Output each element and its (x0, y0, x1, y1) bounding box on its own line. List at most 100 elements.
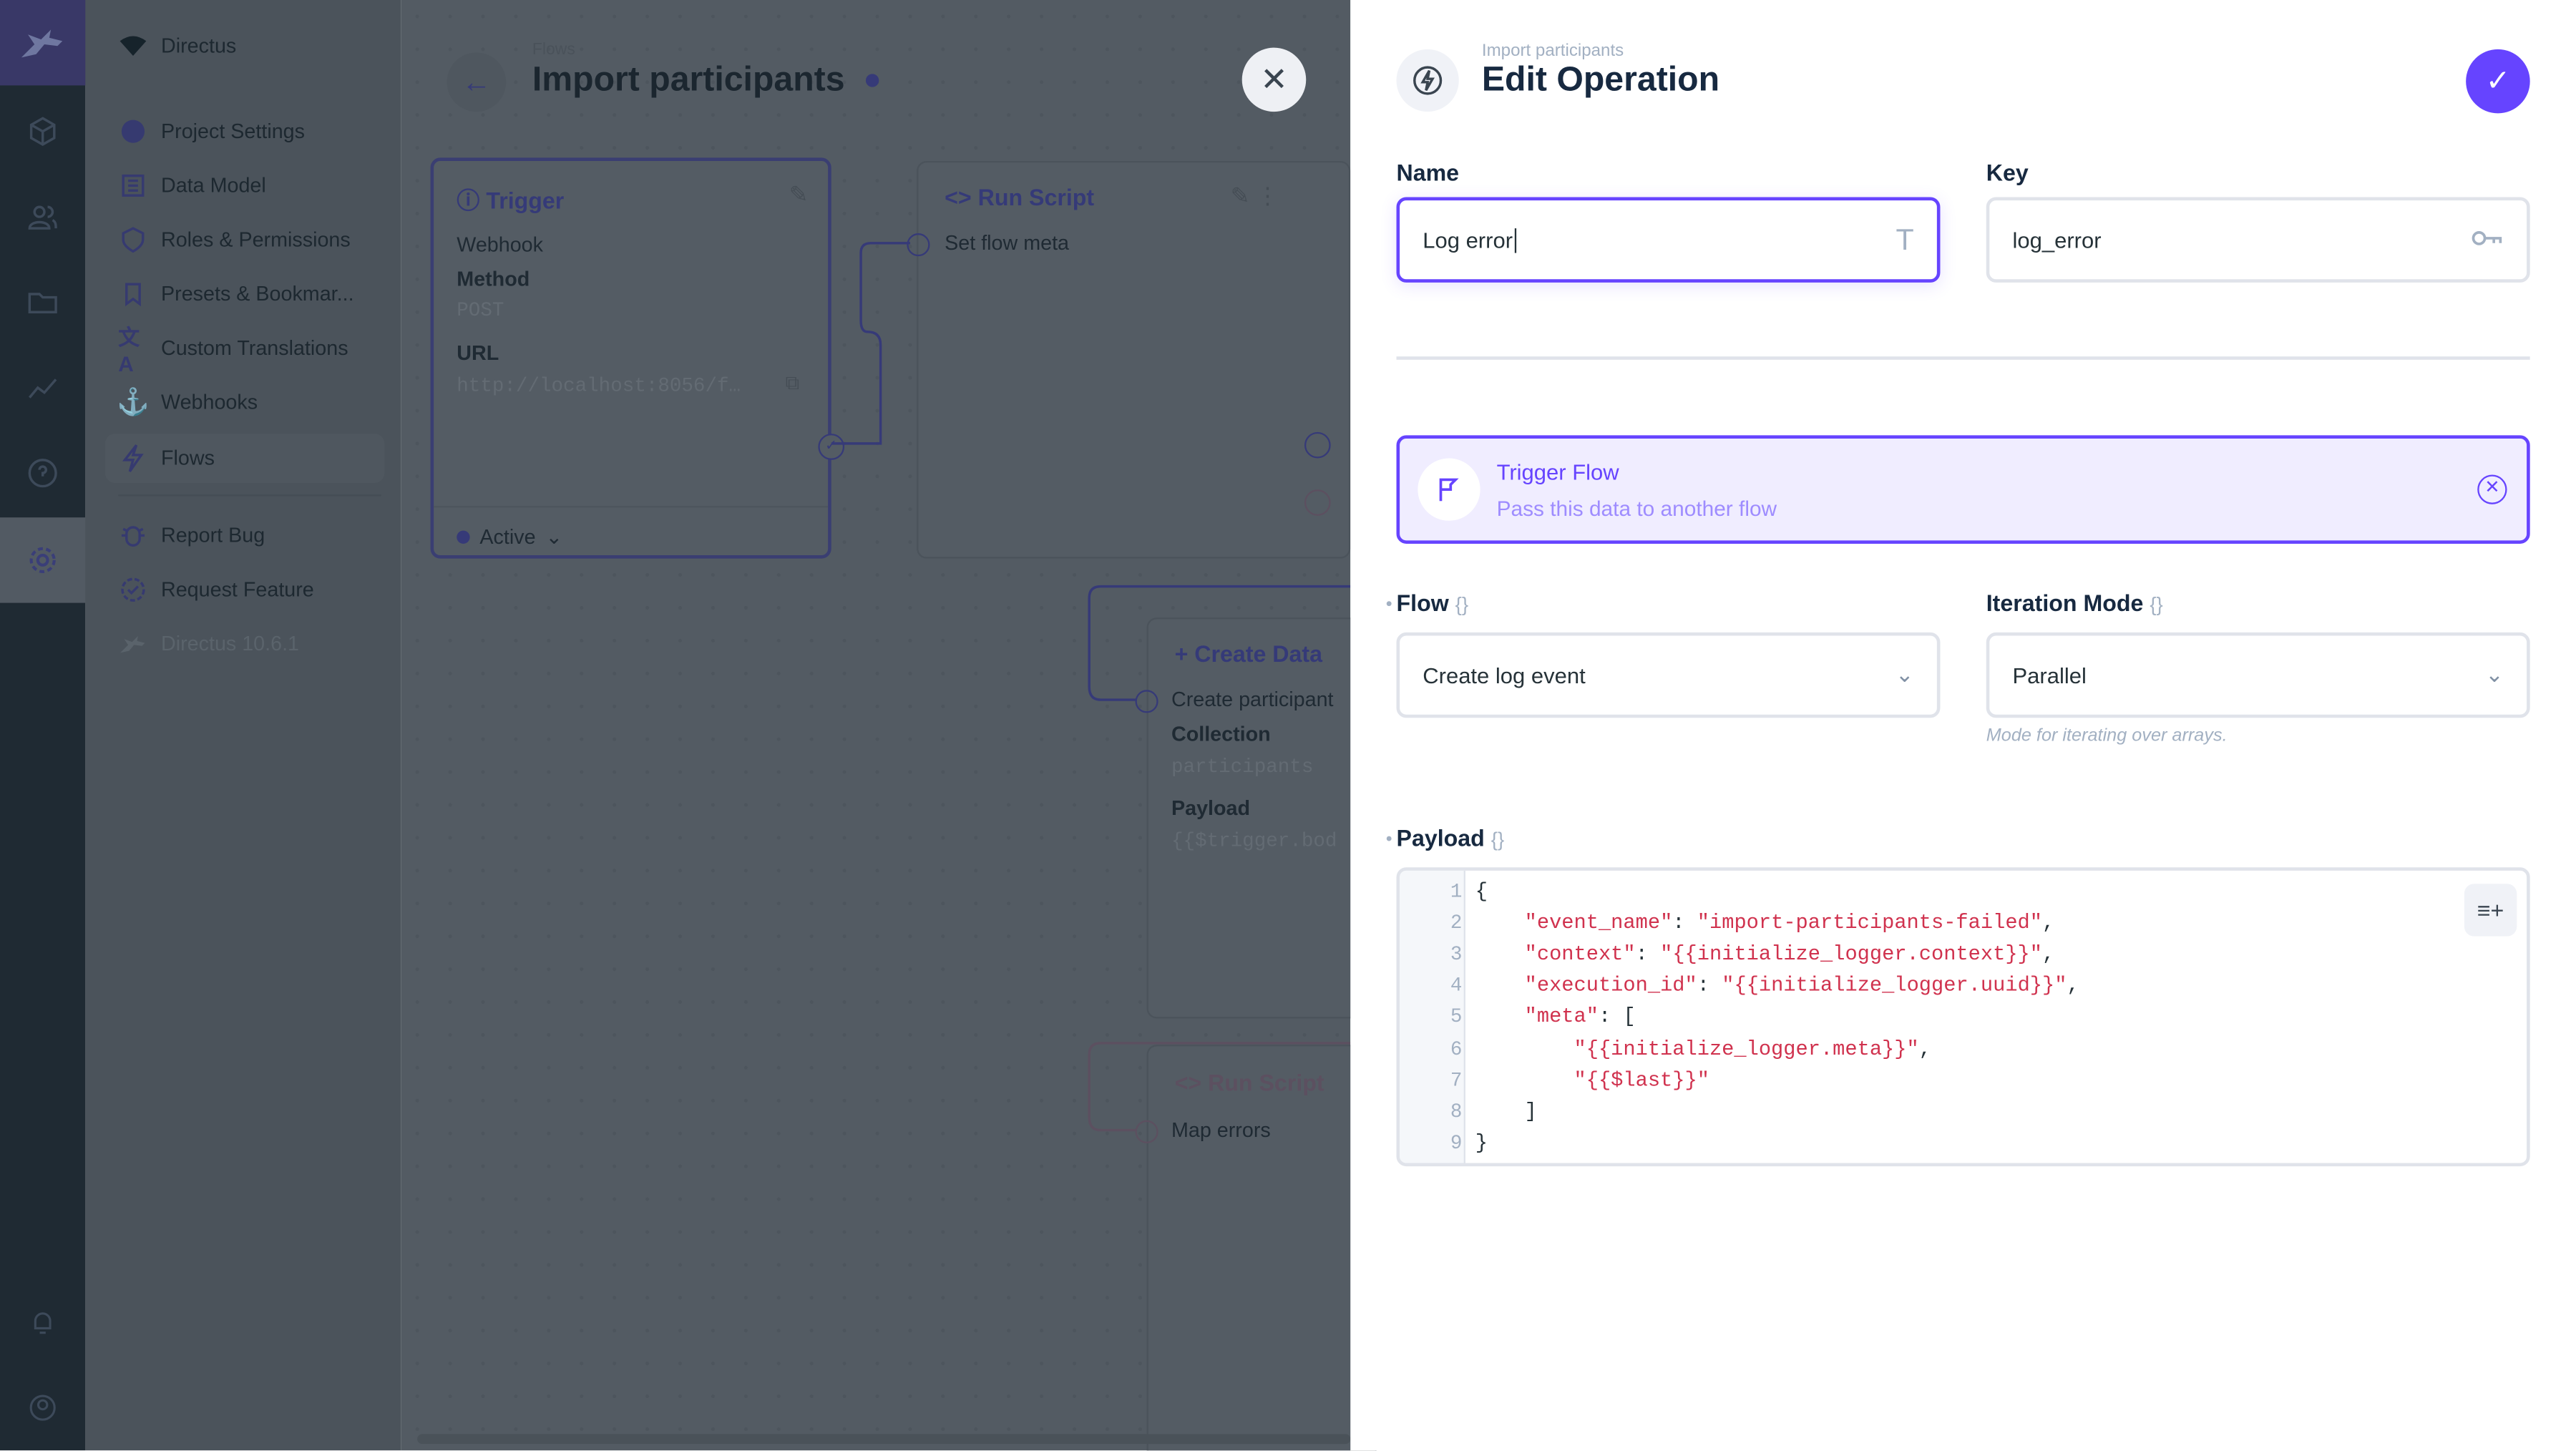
operation-name: Set flow meta (945, 231, 1070, 255)
files-folder-icon[interactable] (0, 260, 85, 345)
run-script-title: <> Run Script (945, 184, 1095, 210)
anchor-icon: ⚓ (117, 389, 150, 418)
copy-icon[interactable]: ⧉ (785, 371, 800, 395)
trigger-type: Webhook (457, 233, 544, 257)
create-data-card[interactable]: + Create Data Create participant Collect… (1135, 617, 1377, 1019)
url-value: http://localhost:8056/f… (457, 374, 741, 398)
reject-connector-icon[interactable] (1304, 489, 1331, 516)
nav-item-flows[interactable]: Flows (104, 434, 385, 483)
nav-item-report-bug[interactable]: Report Bug (118, 511, 381, 560)
content-cube-icon[interactable] (0, 89, 85, 174)
input-connector-icon (1135, 1120, 1158, 1143)
flow-canvas[interactable]: ← Flows Import participants ✕ ⓘ Trigger … (401, 0, 1377, 1451)
json-key: "meta" (1524, 1005, 1599, 1030)
status-dot (457, 529, 470, 543)
run-script-card[interactable]: <> Run Script Map errors (1135, 1045, 1377, 1451)
deselect-close-icon[interactable]: ✕ (2477, 474, 2507, 504)
line-number: 3 (1450, 943, 1463, 967)
code-line: "{{initialize_logger.meta}}", (1574, 1037, 1932, 1061)
operation-type-card[interactable]: Trigger Flow Pass this data to another f… (1396, 435, 2530, 544)
iteration-mode-select[interactable]: Parallel⌄ (1986, 632, 2530, 718)
nav-item-presets-bookmarks[interactable]: Presets & Bookmar... (118, 270, 381, 319)
nav-item-project-settings[interactable]: Project Settings (118, 107, 381, 156)
edit-pencil-icon[interactable]: ✎ ⋮ (1230, 182, 1279, 209)
trigger-card[interactable]: ⓘ Trigger ✎ Webhook Method POST URL http… (430, 157, 845, 559)
chevron-down-icon: ⌄ (545, 525, 563, 549)
run-script-card[interactable]: <> Run Script ✎ ⋮ Set flow meta (907, 160, 1351, 559)
nav-item-webhooks[interactable]: ⚓Webhooks (117, 378, 381, 427)
raw-value-braces-icon[interactable]: {} (1455, 592, 1469, 616)
edit-pencil-icon[interactable]: ✎ (789, 180, 809, 207)
page-title: Import participants (532, 60, 845, 99)
project-logo-icon (118, 31, 147, 61)
nav-item-request-feature[interactable]: Request Feature (118, 565, 381, 615)
operation-type-title: Trigger Flow (1496, 459, 1619, 485)
payload-code-editor[interactable]: 1{2 "event_name": "import-participants-f… (1396, 867, 2530, 1167)
help-icon[interactable] (0, 431, 85, 516)
json-value: "{{$last}}" (1574, 1068, 1709, 1092)
code-line: "{{$last}}" (1475, 1069, 1709, 1092)
json-key: "execution_id" (1524, 974, 1697, 998)
insert-template-icon[interactable]: ≡+ (2464, 884, 2517, 937)
horizontal-scrollbar[interactable] (417, 1434, 1351, 1445)
line-number: 1 (1450, 880, 1463, 904)
directus-rabbit-icon (118, 629, 147, 658)
json-value: ] (1524, 1100, 1537, 1123)
input-connector-icon (907, 233, 930, 257)
chevron-down-icon: ⌄ (2484, 662, 2504, 687)
code-line: "event_name": "import-participants-faile… (1524, 912, 2055, 935)
nav-label: Report Bug (160, 524, 265, 547)
collection-label: Collection (1171, 723, 1271, 746)
users-icon[interactable] (0, 174, 85, 259)
json-value: [ (1623, 1005, 1636, 1030)
settings-gear-icon[interactable] (0, 517, 86, 603)
key-input[interactable]: log_error (1986, 197, 2530, 283)
run-script-title: <> Run Script (1174, 1069, 1324, 1096)
nav-label: Project Settings (160, 119, 305, 143)
directus-logo-icon[interactable] (0, 0, 86, 86)
json-value: "{{initialize_logger.uuid}}" (1722, 974, 2067, 998)
breadcrumb[interactable]: Flows (532, 41, 575, 59)
connector-lines (1088, 585, 1351, 701)
raw-value-braces-icon[interactable]: {} (2150, 592, 2163, 616)
save-button[interactable]: ✓ (2466, 49, 2530, 114)
json-value: } (1475, 1131, 1488, 1155)
raw-value-braces-icon[interactable]: {} (1491, 828, 1505, 851)
code-line: { (1475, 881, 1488, 904)
user-account-icon[interactable] (0, 1365, 85, 1450)
bolt-icon (1396, 49, 1459, 112)
operation-name: Map errors (1171, 1118, 1271, 1142)
payload-label: Payload (1171, 796, 1251, 820)
flag-icon (1418, 458, 1480, 521)
resolve-connector-icon[interactable]: ✓ (818, 434, 845, 460)
iteration-mode-label: Iteration Mode {} (1986, 590, 2163, 616)
nav-item-roles-permissions[interactable]: Roles & Permissions (118, 215, 381, 265)
drawer-breadcrumb[interactable]: Import participants (1481, 41, 1624, 61)
back-arrow-icon[interactable]: ← (447, 52, 507, 112)
line-number: 5 (1450, 1005, 1463, 1030)
flow-select[interactable]: Create log event⌄ (1396, 632, 1941, 718)
nav-item-data-model[interactable]: Data Model (118, 161, 381, 210)
line-number: 9 (1450, 1131, 1463, 1155)
line-number: 7 (1450, 1068, 1463, 1092)
collection-value: participants (1171, 756, 1314, 779)
project-header[interactable]: Directus (118, 21, 381, 71)
insights-chart-icon[interactable] (0, 345, 85, 430)
status-dropdown[interactable]: Active⌄ (457, 524, 563, 549)
json-value: "{{initialize_logger.context}}" (1660, 943, 2043, 967)
settings-navigation: Directus Project Settings Data Model Rol… (85, 0, 401, 1451)
line-number: 4 (1450, 974, 1463, 998)
code-line: "execution_id": "{{initialize_logger.uui… (1524, 974, 2079, 998)
operation-type-description: Pass this data to another flow (1496, 496, 1777, 521)
notifications-bell-icon[interactable] (0, 1280, 85, 1365)
resolve-connector-icon[interactable] (1304, 431, 1331, 459)
chevron-down-icon: ⌄ (1895, 662, 1914, 687)
json-value: { (1475, 880, 1488, 904)
required-dot (1386, 601, 1392, 607)
close-icon: ✕ (1260, 62, 1288, 99)
flow-label: Flow {} (1396, 590, 1469, 616)
close-drawer-button[interactable]: ✕ (1241, 47, 1307, 112)
check-icon: ✓ (2485, 64, 2511, 97)
